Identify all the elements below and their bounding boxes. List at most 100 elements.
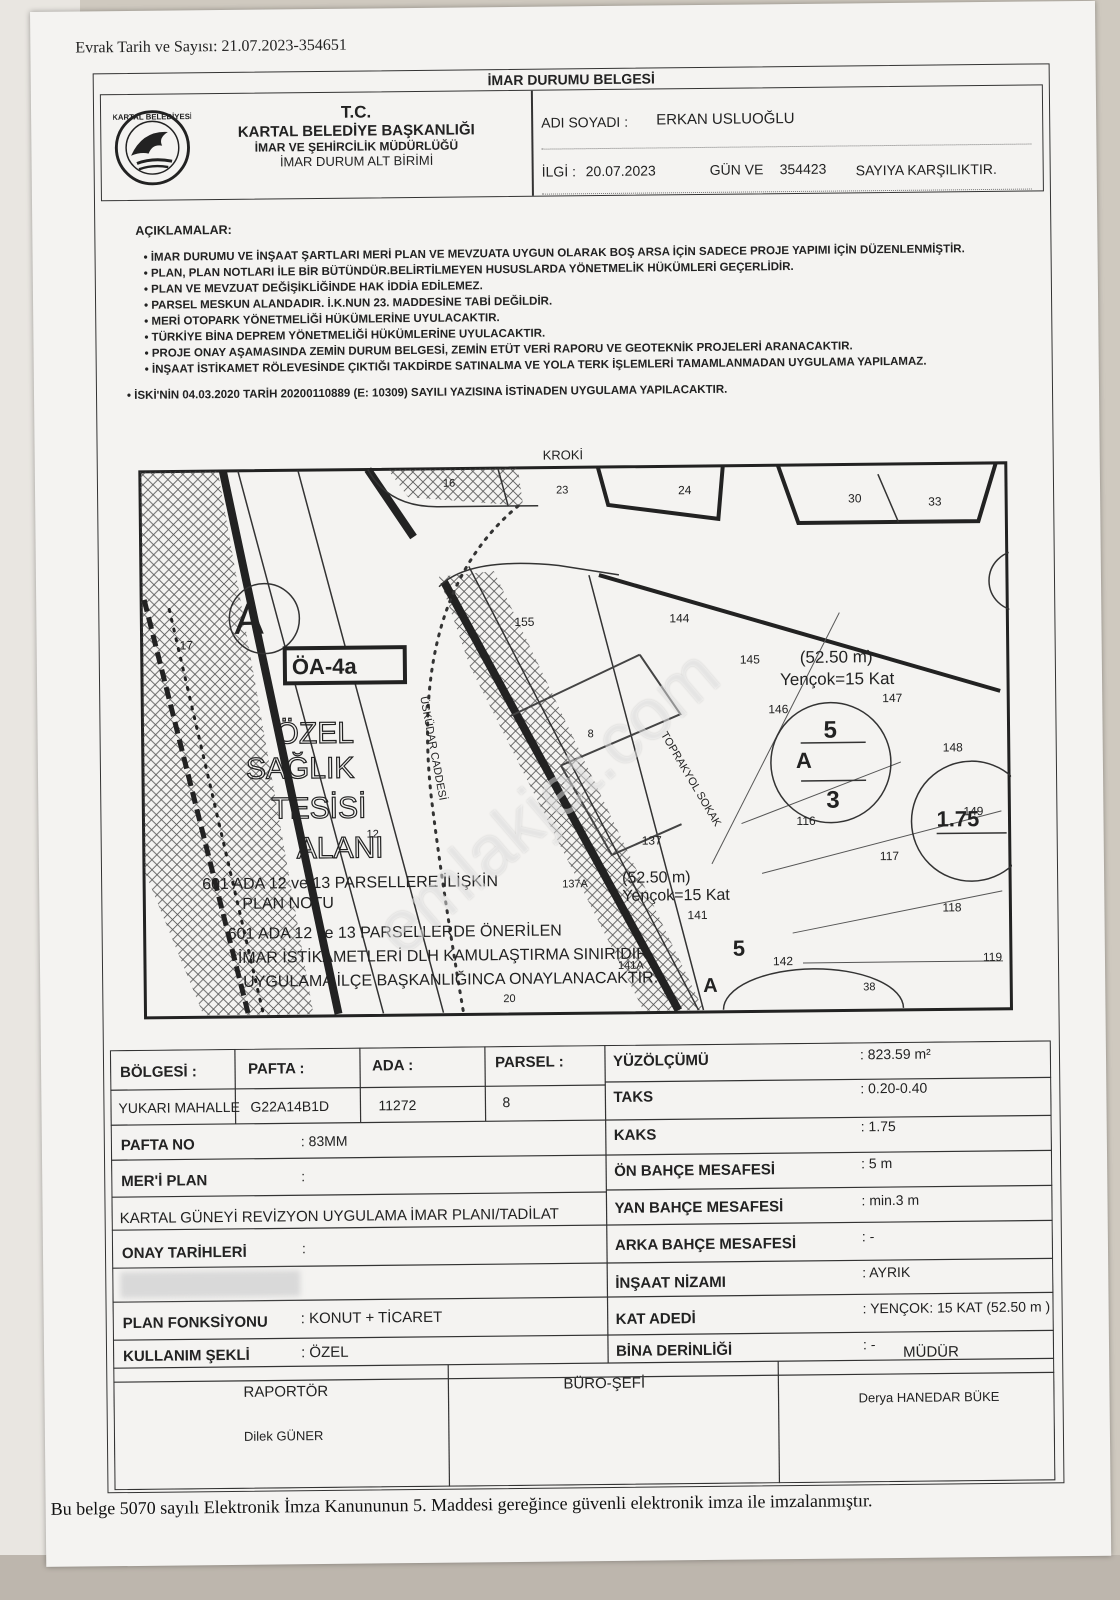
taks-value: : 0.20-0.40 [860,1079,928,1097]
yencok-label: Yençok=15 Kat [780,669,895,689]
mudur-name: Derya HANEDAR BÜKE [858,1388,1000,1406]
kaks-circle-value: 1.75 [936,806,979,831]
explanations-title: AÇIKLAMALAR: [135,222,232,238]
plan-note-line: PLAN NOTU [242,895,334,913]
adi-soyadi-label: ADI SOYADI : [541,113,629,131]
insaat-nizami-label: İNŞAAT NİZAMI [615,1273,726,1292]
svg-text:33: 33 [928,494,942,508]
zone-circle [770,701,892,824]
table-grid [109,1040,1056,1491]
gun-ve-text: GÜN VE [709,161,764,178]
kaks-label: KAKS [613,1126,657,1144]
header-divider [530,90,534,196]
health-area-line: TESİSİ [271,792,366,826]
header-box: KARTAL BELEDİYESİ T.C. KARTAL BELEDİYE B… [99,84,1044,202]
on-bahce-value: : 5 m [861,1155,893,1172]
pafta-label: PAFTA : [247,1060,305,1078]
circle-top-value: 5 [823,717,837,744]
plan-note-line: 601 ADA 12 ve 13 PARSELLERDE ÖNERİLEN [228,920,562,942]
iski-note: • İSKİ'NİN 04.03.2020 TARİH 20200110889 … [126,383,728,403]
thick-boundary-center [440,579,682,1013]
svg-text:155: 155 [514,615,534,629]
svg-text:147: 147 [882,691,902,705]
svg-text:38: 38 [863,981,875,993]
kroki-title: KROKİ [542,447,584,463]
oa-label: ÖA-4a [292,654,358,680]
plan-note-line: 601 ADA 12 ve 13 PARSELLERE İLİŞKİN [202,871,498,893]
svg-text:16: 16 [443,478,455,490]
e-signature-footer: Bu belge 5070 sayılı Elektronik İmza Kan… [50,1490,873,1519]
applicant-name-row: ADI SOYADI : ERKAN USLUOĞLU [540,99,1032,150]
bolgesi-value: YUKARI MAHALLE [118,1098,240,1117]
lower-zone-number: 5 [733,936,746,961]
circle-bottom-value: 3 [826,787,840,814]
yuzolcumu-label: YÜZÖLÇÜMÜ [612,1051,709,1070]
svg-text:12: 12 [367,828,379,840]
height-label-lower: (52.50 m) [622,869,691,887]
pafta-value: G22A14B1D [250,1097,330,1115]
oa-label-box [282,645,408,686]
meri-plan-colon: : [301,1168,306,1185]
svg-text:23: 23 [556,484,568,496]
zone-a-label: A [234,595,265,644]
ilgi-date: 20.07.2023 [585,162,656,180]
yuzolcumu-value: : 823.59 m² [859,1045,931,1063]
svg-text:8: 8 [588,728,594,740]
svg-text:141: 141 [687,908,707,922]
arka-bahce-value: : - [861,1228,875,1245]
thick-boundary-left [218,470,343,1015]
map-border [138,461,1014,1020]
redacted-date [120,1270,301,1299]
kat-adedi-label: KAT ADEDİ [615,1310,696,1328]
kullanim-value: : ÖZEL [300,1343,349,1362]
yan-bahce-label: YAN BAHÇE MESAFESİ [614,1198,784,1217]
svg-text:145: 145 [740,652,760,666]
svg-text:149: 149 [963,804,983,818]
svg-text:141A: 141A [618,960,644,972]
buro-sefi-label: BÜRO-ŞEFİ [563,1374,646,1393]
hatched-top-area [387,467,524,506]
ilgi-label: İLGİ : [541,163,577,180]
height-label: (52.50 m) [800,647,873,667]
circle-mid-value: A [796,748,812,773]
health-area-line: ALANI [297,831,384,865]
kullanim-label: KULLANIM ŞEKLİ [122,1346,250,1366]
ada-value: 11272 [378,1097,417,1114]
insaat-nizami-value: : AYRIK [862,1263,911,1281]
document-page: Evrak Tarih ve Sayısı: 21.07.2023-354651… [30,0,1112,1567]
explanations-list: İMAR DURUMU VE İNŞAAT ŞARTLARI MERİ PLAN… [125,241,1026,378]
yencok-label-lower: Yençok=15 Kat [622,887,730,905]
parsel-label: PARSEL : [494,1053,564,1072]
svg-text:17: 17 [180,638,194,652]
ada-label: ADA : [371,1057,414,1075]
logo-text: KARTAL BELEDİYESİ [113,112,192,122]
raportor-label: RAPORTÖR [243,1382,329,1401]
svg-text:24: 24 [678,483,692,497]
svg-text:118: 118 [942,900,962,914]
svg-text:146: 146 [768,702,788,716]
health-area-line: SAĞLIK [246,752,355,786]
hatched-parcel-area [438,571,704,1011]
health-area-line: ÖZEL [275,717,354,751]
taks-label: TAKS [613,1088,654,1106]
plan-note-line: İMAR İSTİKAMETLERİ DLH KAMULAŞTIRMA SINI… [238,944,652,967]
kaks-circle [910,760,1014,882]
explanations: AÇIKLAMALAR: İMAR DURUMU VE İNŞAAT ŞARTL… [125,215,1027,402]
sayi-value: 354423 [779,160,827,178]
meri-plan-label: MER'İ PLAN [121,1172,208,1191]
svg-text:144: 144 [669,611,689,625]
kat-adedi-value: : YENÇOK: 15 KAT (52.50 m ) [862,1298,1051,1317]
svg-text:20: 20 [503,993,515,1005]
zone-a-circle [228,582,301,655]
arka-bahce-label: ARKA BAHÇE MESAFESİ [614,1235,797,1254]
lower-zone-letter: A [703,975,718,997]
kaks-value: : 1.75 [860,1117,896,1135]
svg-text:137: 137 [642,833,662,847]
bolgesi-label: BÖLGESİ : [120,1063,197,1082]
kroki-map: 16 23 24 30 33 155 144 145 146 147 148 1… [138,461,1014,1020]
plan-fonksiyonu-label: PLAN FONKSİYONU [122,1313,268,1333]
zoning-info-table: BÖLGESİ : PAFTA : ADA : PARSEL : YUKARI … [109,1040,1056,1491]
bina-derinligi-label: BİNA DERİNLİĞİ [615,1341,733,1360]
parsel-value: 8 [502,1094,511,1111]
hatched-left-area [139,471,314,1016]
